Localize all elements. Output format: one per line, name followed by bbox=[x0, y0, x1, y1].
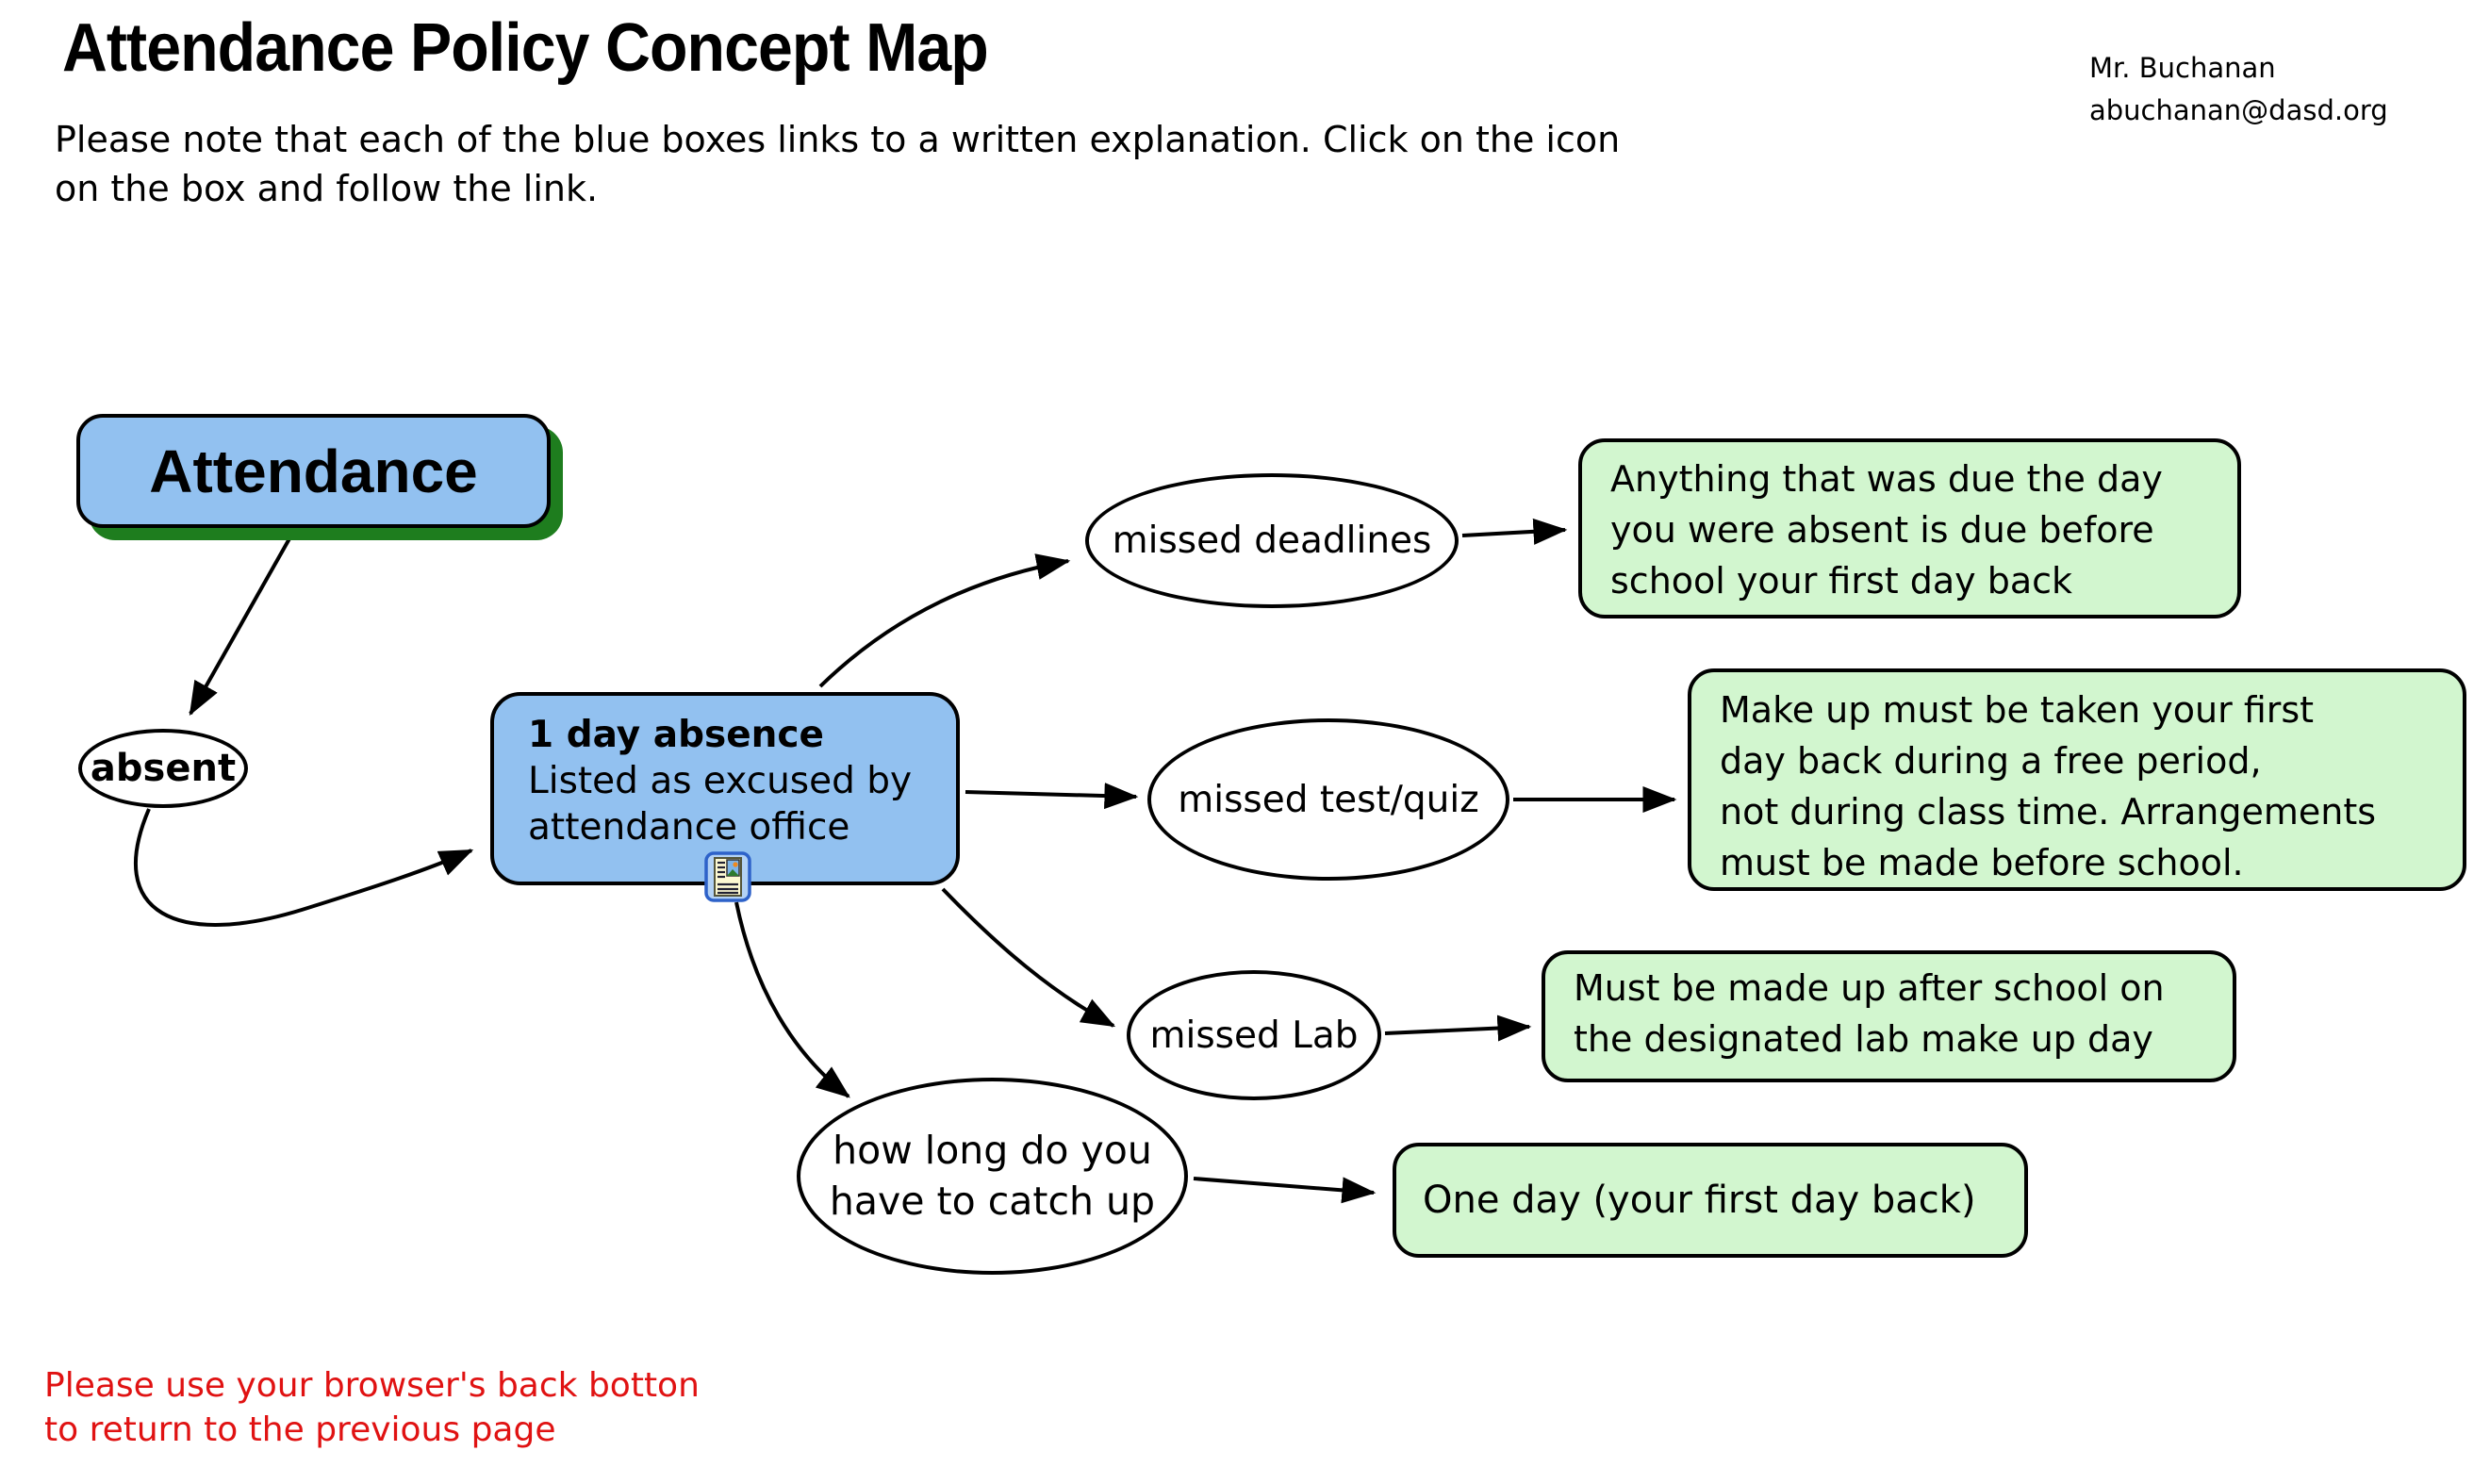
author-name: Mr. Buchanan bbox=[2089, 52, 2276, 84]
missed-deadlines-node: missed deadlines bbox=[1085, 473, 1459, 608]
test-rule-box: Make up must be taken your first day bac… bbox=[1688, 668, 2466, 891]
how-long-label: how long do you have to catch up bbox=[829, 1128, 1156, 1224]
arrow-one-day-to-missed-deadlines bbox=[818, 553, 1071, 688]
absent-node: absent bbox=[78, 729, 248, 808]
back-button-note: Please use your browser's back botton to… bbox=[44, 1366, 700, 1449]
missed-test-quiz-node: missed test/quiz bbox=[1147, 718, 1509, 881]
lab-rule-box: Must be made up after school on the desi… bbox=[1542, 950, 2236, 1082]
catch-up-rule-text: One day (your first day back) bbox=[1423, 1178, 1976, 1222]
missed-lab-node: missed Lab bbox=[1127, 970, 1381, 1100]
absent-node-label: absent bbox=[90, 747, 237, 790]
attendance-node-label: Attendance bbox=[149, 437, 478, 505]
one-day-absence-body: Listed as excused by attendance office bbox=[528, 760, 913, 849]
page-title: Attendance Policy Concept Map bbox=[62, 10, 989, 86]
arrow-one-day-to-how-long bbox=[734, 901, 850, 1098]
missed-test-quiz-label: missed test/quiz bbox=[1178, 778, 1479, 821]
catch-up-rule-box: One day (your first day back) bbox=[1393, 1143, 2028, 1258]
missed-deadlines-label: missed deadlines bbox=[1112, 519, 1432, 562]
arrow-one-day-to-missed-lab bbox=[941, 887, 1116, 1028]
missed-lab-label: missed Lab bbox=[1149, 1014, 1359, 1057]
arrow-how-long-to-rule bbox=[1193, 1177, 1377, 1204]
arrow-missed-deadlines-to-rule bbox=[1461, 518, 1568, 545]
one-day-absence-title: 1 day absence bbox=[528, 714, 824, 756]
arrow-one-day-to-missed-test bbox=[965, 783, 1139, 810]
how-long-node: how long do you have to catch up bbox=[797, 1078, 1188, 1275]
author-byline: Mr. Buchanan abuchanan@dasd.org bbox=[2089, 47, 2388, 132]
arrow-missed-lab-to-rule bbox=[1384, 1014, 1532, 1042]
arrow-attendance-to-absent bbox=[189, 533, 294, 717]
document-link-icon[interactable] bbox=[704, 851, 751, 902]
attendance-node[interactable]: Attendance bbox=[76, 414, 551, 528]
arrow-absent-to-one-day bbox=[133, 808, 474, 927]
author-email: abuchanan@dasd.org bbox=[2089, 93, 2388, 126]
deadlines-rule-box: Anything that was due the day you were a… bbox=[1578, 438, 2241, 618]
page-note: Please note that each of the blue boxes … bbox=[55, 119, 1621, 210]
